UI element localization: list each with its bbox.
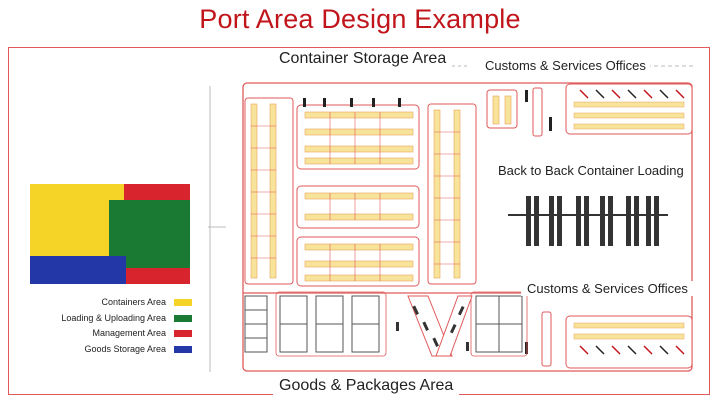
trucks [396,305,469,351]
customs-offices-bottom-plan [565,315,693,369]
legend-item: Goods Storage Area [52,344,192,360]
legend-swatch [174,299,192,306]
goods-packages-label: Goods & Packages Area [273,377,460,395]
legend-item: Loading & Uploading Area [52,313,192,329]
truck-parking [407,295,473,357]
management-zone-top [124,184,190,200]
customs-offices-bottom-rows [573,322,685,355]
container-storage-area [244,89,518,287]
legend-swatch [174,314,192,322]
legend-label: Containers Area [101,297,166,307]
storage-dividers [251,112,460,281]
back-to-back-loading-bays [508,196,668,246]
back-to-back-loading-label: Back to Back Container Loading [492,163,690,178]
containers-zone [30,184,124,256]
goods-warehouse-frames [275,291,528,357]
goods-warehouses [244,295,523,353]
legend-label: Management Area [92,328,166,338]
customs-offices-bottom-label: Customs & Services Offices [521,281,694,296]
legend-label: Loading & Uploading Area [61,312,166,323]
container-storage-label: Container Storage Area [273,50,453,68]
zoning-map [30,184,190,284]
legend-label: Goods Storage Area [84,343,166,354]
legend-swatch [174,345,192,353]
legend-item: Management Area [52,328,192,344]
legend-item: Containers Area [52,297,192,313]
legend-swatch [174,330,192,337]
goods-storage-zone [30,256,126,284]
customs-offices-top-label: Customs & Services Offices [481,58,650,73]
customs-offices-top-rows [573,89,685,130]
customs-offices-top-plan [565,83,693,135]
access-lanes [532,87,552,367]
legend: Containers Area Loading & Uploading Area… [52,297,192,359]
page-title: Port Area Design Example [199,4,521,34]
management-zone-bottom [126,268,190,284]
container-stacks [250,95,512,282]
